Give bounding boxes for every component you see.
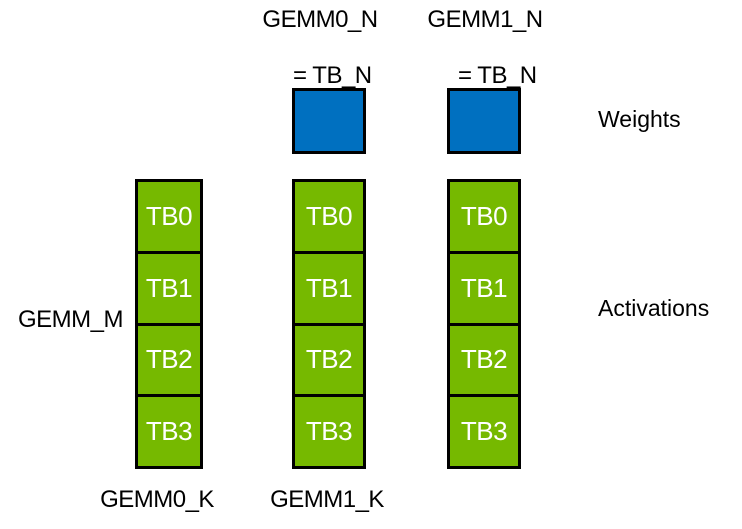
gemm1-n-label: GEMM1_N = TB_N: [415, 6, 555, 90]
tb-block: TB1: [295, 253, 363, 326]
tb-block: TB2: [295, 325, 363, 398]
tb-block: TB0: [138, 182, 200, 254]
activation-column-0: TB0 TB1 TB2 TB3: [135, 179, 203, 469]
tb-block: TB3: [138, 397, 200, 466]
gemm1-k-label: GEMM1_K: [270, 486, 384, 513]
tb-block: TB2: [450, 325, 518, 398]
activation-column-2: TB0 TB1 TB2 TB3: [447, 179, 521, 469]
tb-block: TB2: [138, 325, 200, 398]
gemm-m-label: GEMM_M: [18, 306, 124, 333]
tb-block: TB3: [450, 397, 518, 466]
gemm0-k-label: GEMM0_K: [100, 486, 214, 513]
tb-block: TB1: [450, 253, 518, 326]
tb-block: TB0: [450, 182, 518, 254]
activations-label: Activations: [598, 295, 710, 321]
activation-column-1: TB0 TB1 TB2 TB3: [292, 179, 366, 469]
gemm0-n-line1: GEMM0_N: [262, 6, 378, 33]
gemm0-n-line2: = TB_N: [293, 62, 372, 89]
tb-block: TB1: [138, 253, 200, 326]
weight-tile-gemm0: [292, 88, 366, 154]
gemm1-n-line2: = TB_N: [458, 62, 537, 89]
weight-tile-gemm1: [447, 88, 521, 154]
gemm0-n-label: GEMM0_N = TB_N: [250, 6, 390, 90]
tb-block: TB0: [295, 182, 363, 254]
weights-label: Weights: [598, 106, 681, 132]
tb-block: TB3: [295, 397, 363, 466]
gemm1-n-line1: GEMM1_N: [427, 6, 543, 33]
